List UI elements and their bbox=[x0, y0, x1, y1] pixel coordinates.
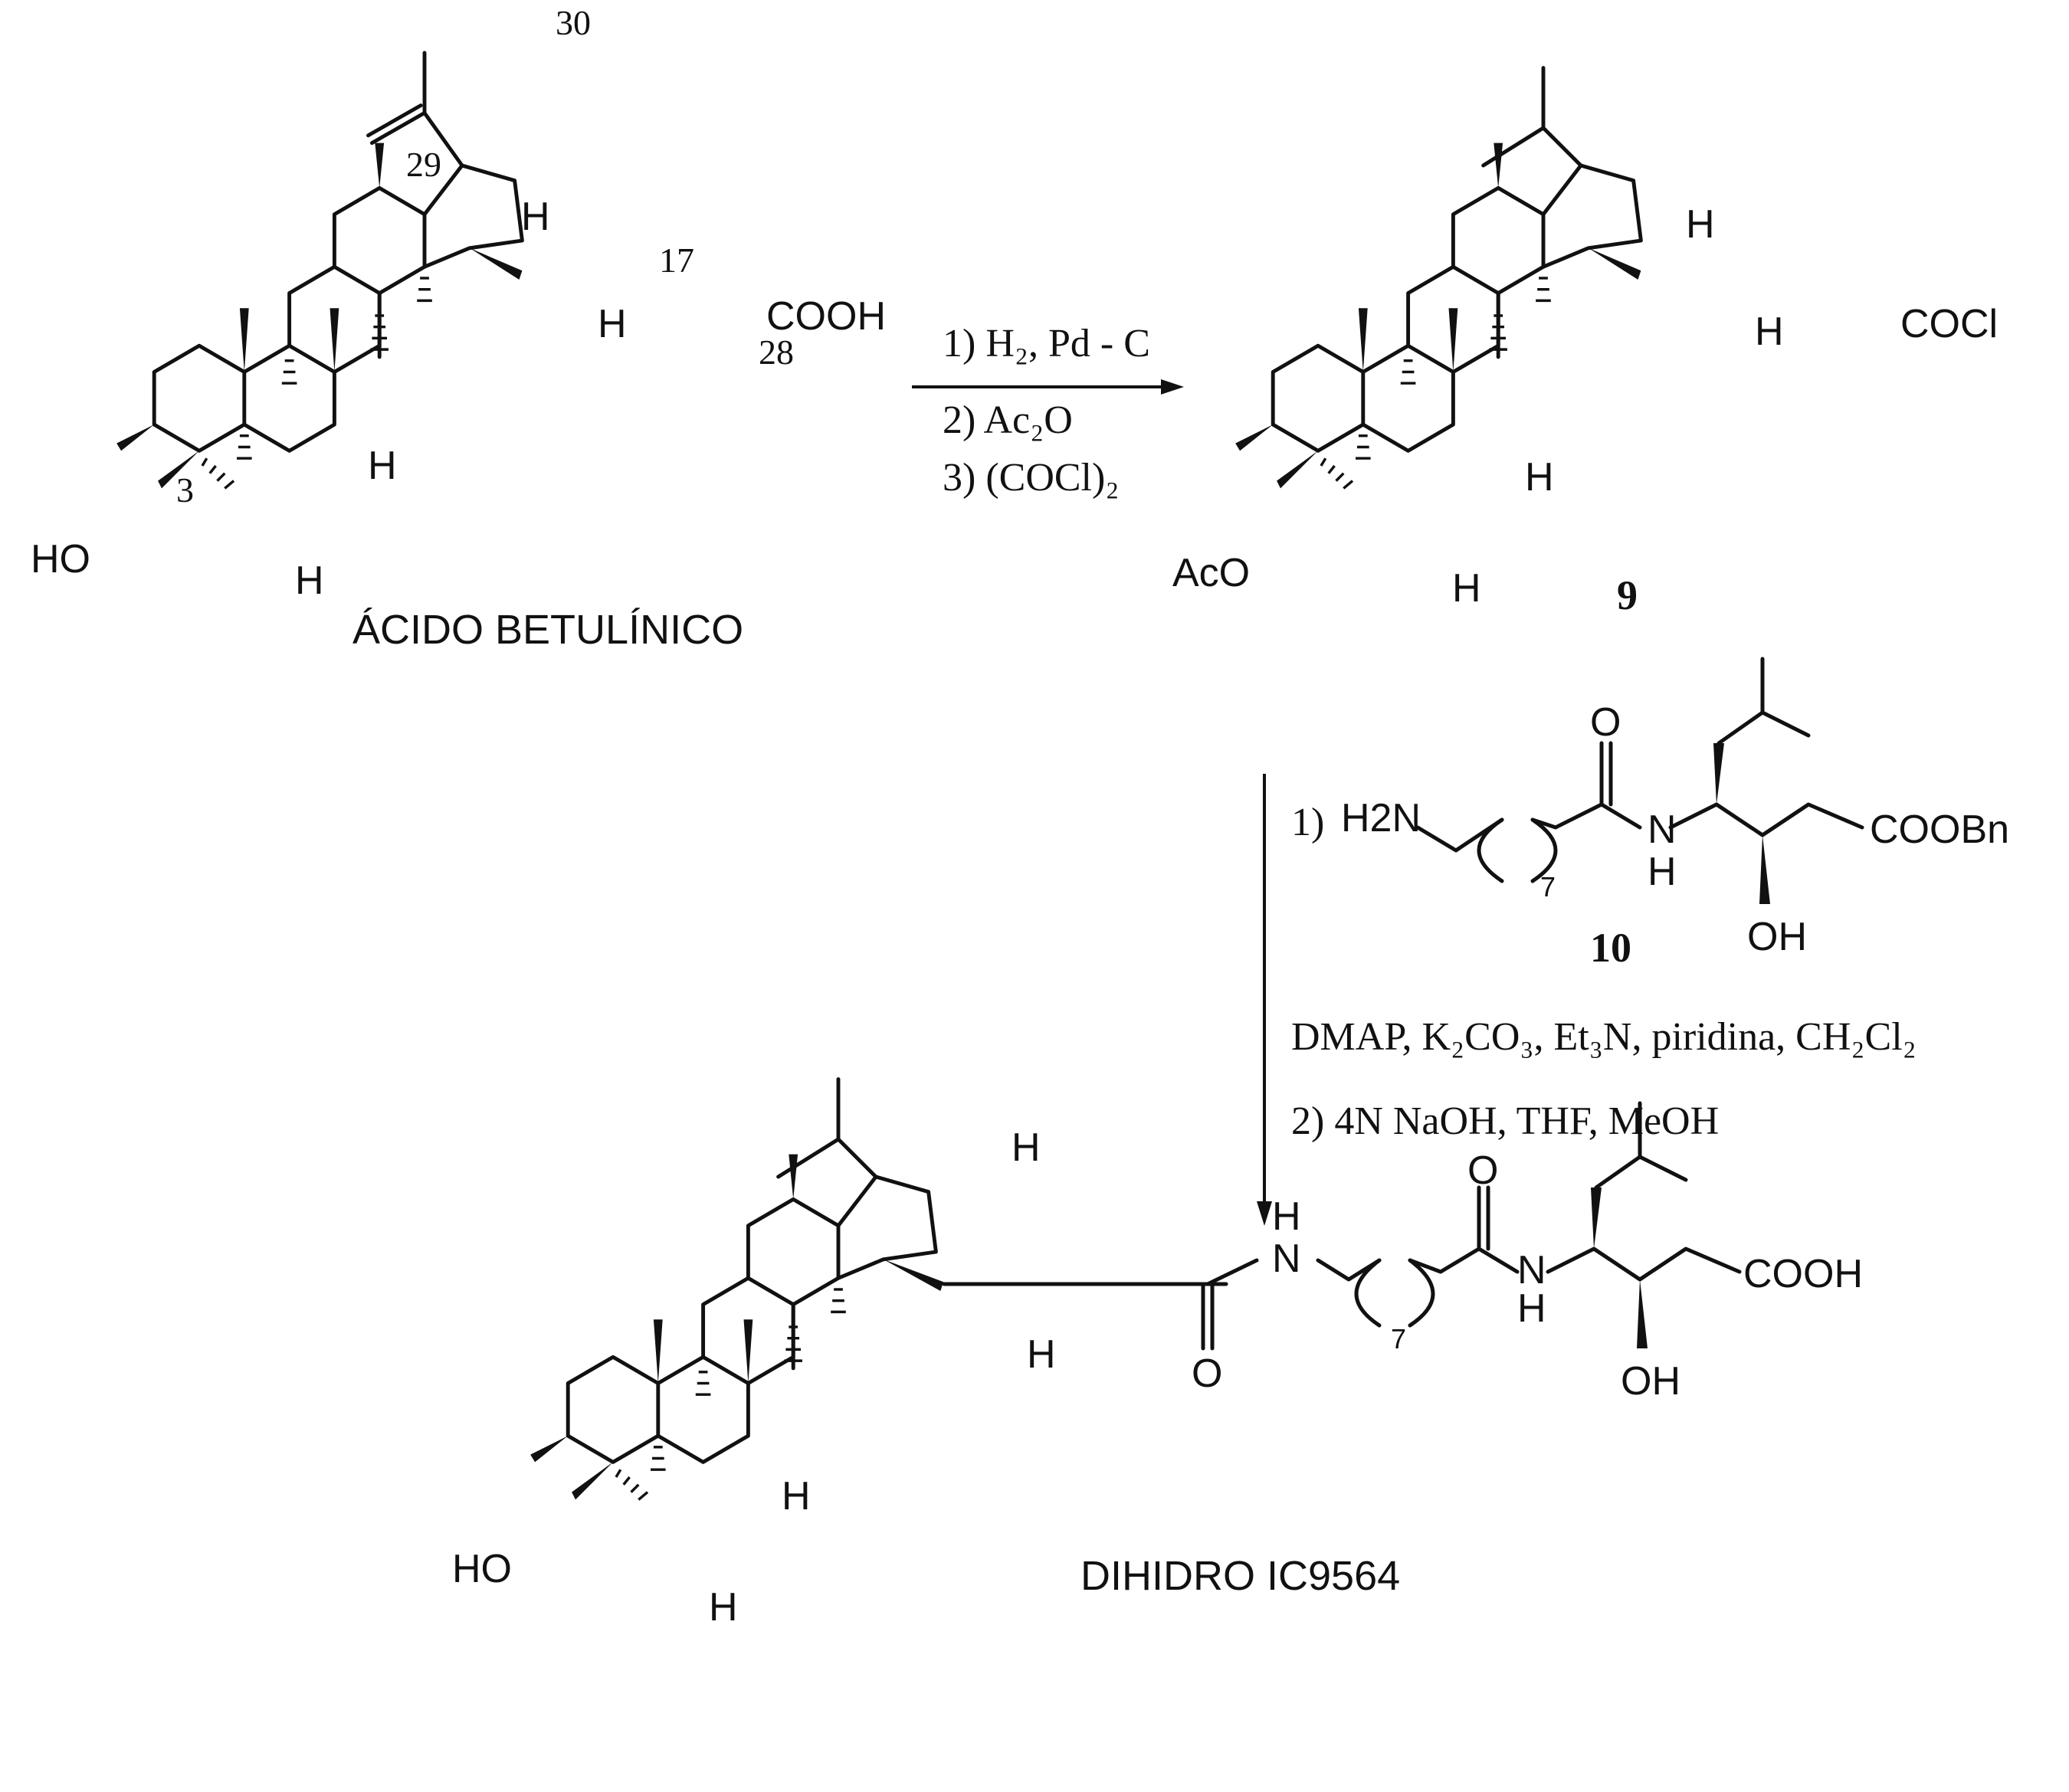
product-structure bbox=[530, 1077, 944, 1500]
compound-9-h-label: H bbox=[1686, 202, 1715, 247]
compound-10-o-label: O bbox=[1590, 700, 1621, 745]
product-cooh-label: COOH bbox=[1743, 1252, 1863, 1296]
reaction2-arrowhead bbox=[1257, 1201, 1272, 1226]
betulinic-c28-label: 28 bbox=[759, 333, 794, 372]
betulinic-cooh-label: COOH bbox=[766, 294, 886, 339]
product-h-label: H bbox=[1517, 1286, 1546, 1331]
betulinic-c17-label: 17 bbox=[659, 241, 694, 280]
compound-10-ester-label: COOBn bbox=[1870, 808, 2009, 852]
product-o-label: O bbox=[1192, 1351, 1222, 1396]
compound-9-h-label: H bbox=[1755, 310, 1784, 354]
product-o-label: O bbox=[1467, 1148, 1498, 1193]
betulinic-h-label: H bbox=[521, 195, 550, 239]
compound-10-n-label: N bbox=[1648, 808, 1677, 852]
product-h-label: H bbox=[782, 1474, 811, 1518]
product-side-chain bbox=[942, 1101, 1742, 1351]
reaction1-step3: 3) (COCl)₂ bbox=[943, 456, 1119, 500]
product-oh-label: OH bbox=[1621, 1359, 1680, 1404]
product-h-label: H bbox=[1012, 1125, 1041, 1170]
betulinic-oh-label: HO bbox=[31, 537, 90, 581]
product-h-label: H bbox=[1272, 1194, 1301, 1239]
betulinic-acid-structure bbox=[116, 51, 522, 488]
product-ho-label: HO bbox=[452, 1547, 512, 1591]
compound-9-h-label: H bbox=[1452, 566, 1481, 611]
product-n-label: N bbox=[1272, 1237, 1301, 1281]
compound-9-h-label: H bbox=[1525, 455, 1554, 500]
reaction1-step2: 2) Ac₂O bbox=[943, 398, 1073, 442]
product-h-label: H bbox=[709, 1585, 738, 1630]
reaction1-arrowhead bbox=[1161, 379, 1184, 395]
product-n7-label: 7 bbox=[1391, 1323, 1406, 1355]
compound-9-number: 9 bbox=[1617, 572, 1638, 618]
betulinic-c30-label: 30 bbox=[556, 3, 591, 42]
compound-10-h-label: H bbox=[1648, 850, 1677, 894]
reaction2-step1-label: 1) bbox=[1291, 801, 1324, 844]
reaction1-step1: 1) H₂, Pd - C bbox=[943, 322, 1150, 365]
compound-9-oac-label: AcO bbox=[1172, 551, 1250, 595]
reaction2-step2: 2) 4N NaOH, THF, MeOH bbox=[1291, 1099, 1719, 1143]
compound-9-cocl-label: COCl bbox=[1900, 302, 1998, 346]
betulinic-c29-label: 29 bbox=[406, 145, 441, 184]
compound-9-structure bbox=[1235, 66, 1641, 489]
compound-10-h2n-label: H2N bbox=[1341, 796, 1421, 840]
compound-10-number: 10 bbox=[1590, 925, 1631, 971]
betulinic-c3-label: 3 bbox=[176, 470, 194, 509]
product-h-label: H bbox=[1027, 1332, 1056, 1377]
compound-10-oh-label: OH bbox=[1747, 915, 1807, 959]
betulinic-acid-name: ÁCIDO BETULÍNICO bbox=[352, 607, 743, 653]
reaction2-conditions: DMAP, K₂CO₃, Et₃N, piridina, CH₂Cl₂ bbox=[1291, 1015, 1917, 1059]
compound-10-structure bbox=[1415, 657, 1864, 904]
product-name: DIHIDRO IC9564 bbox=[1080, 1553, 1400, 1599]
betulinic-h-label: H bbox=[295, 559, 324, 603]
compound-10-n7-label: 7 bbox=[1540, 871, 1556, 903]
betulinic-h-label: H bbox=[598, 302, 627, 346]
betulinic-h-label: H bbox=[368, 444, 397, 488]
product-n-label: N bbox=[1517, 1248, 1546, 1292]
